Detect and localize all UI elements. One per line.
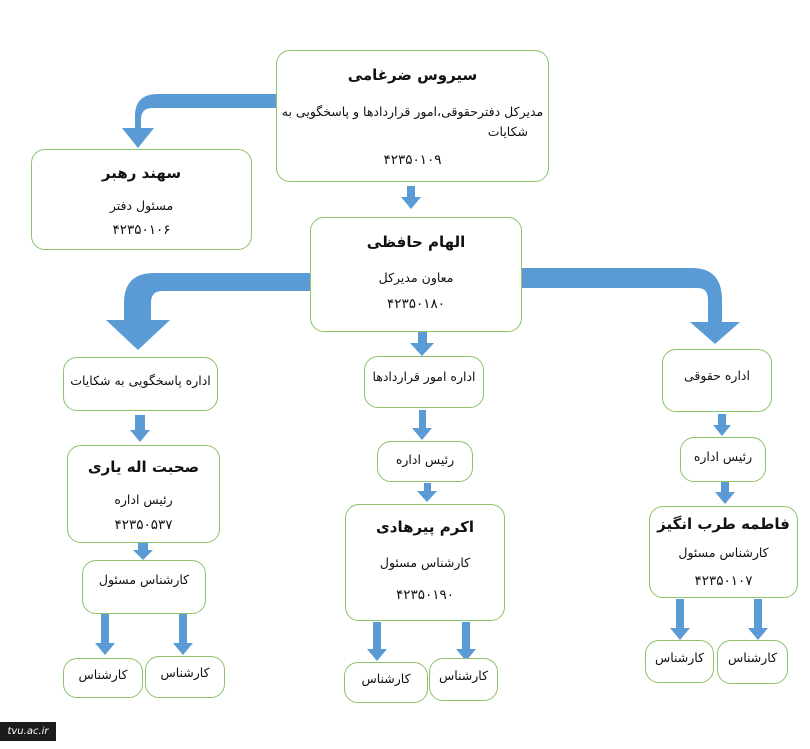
contracts-head-role: رئیس اداره [395, 452, 455, 467]
complaints-head-box: صحبت اله یاری رئیس اداره ۴۲۳۵۰۵۳۷ [67, 445, 220, 543]
director-phone: ۴۲۳۵۰۱۰۹ [383, 152, 442, 168]
contracts-responsible-phone: ۴۲۳۵۰۱۹۰ [395, 587, 454, 603]
legal-expert-label-2: کارشناس [727, 650, 778, 665]
watermark-badge: tvu.ac.ir [0, 722, 56, 741]
office-head-name: سهند رهبر [101, 164, 182, 182]
office-head-phone: ۴۲۳۵۰۱۰۶ [112, 222, 171, 238]
dept-contracts-box: اداره امور قراردادها [364, 356, 484, 408]
legal-expert-label-1: کارشناس [654, 650, 705, 665]
complaints-expert-box-1: کارشناس [63, 658, 143, 698]
legal-head-role: رئیس اداره [693, 449, 753, 464]
arrow-director-to-office [122, 94, 276, 148]
complaints-head-role: رئیس اداره [114, 492, 173, 507]
director-name: سیروس ضرغامی [347, 66, 478, 84]
legal-responsible-box: فاطمه طرب انگیز کارشناس مسئول ۴۲۳۵۰۱۰۷ [649, 506, 798, 598]
dept-complaints-title: اداره پاسخگویی به شکایات [70, 373, 211, 388]
deputy-box: الهام حافظی معاون مدیرکل ۴۲۳۵۰۱۸۰ [310, 217, 522, 332]
contracts-responsible-box: اکرم پیرهادی کارشناس مسئول ۴۲۳۵۰۱۹۰ [345, 504, 505, 621]
contracts-expert-label-2: کارشناس [438, 668, 489, 683]
deputy-role: معاون مدیرکل [378, 270, 454, 285]
arrow-contracts-resp-to-expert2 [456, 622, 476, 661]
arrow-complaints-to-head [130, 415, 150, 442]
deputy-phone: ۴۲۳۵۰۱۸۰ [386, 296, 445, 312]
dept-legal-box: اداره حقوقی [662, 349, 772, 412]
legal-responsible-phone: ۴۲۳۵۰۱۰۷ [694, 573, 753, 589]
arrow-legal-resp-to-expert2 [748, 599, 768, 640]
arrow-contracts-to-head [412, 410, 432, 440]
complaints-responsible-box: کارشناس مسئول [82, 560, 206, 614]
contracts-expert-box-2: کارشناس [429, 658, 498, 701]
complaints-expert-label-2: کارشناس [160, 665, 210, 680]
arrow-complaints-resp-to-expert2 [173, 614, 193, 655]
arrow-contracts-head-to-responsible [417, 483, 437, 502]
dept-complaints-box: اداره پاسخگویی به شکایات [63, 357, 218, 411]
arrow-deputy-to-legal [521, 268, 740, 344]
arrow-deputy-to-contracts [410, 332, 434, 356]
arrow-legal-to-head [713, 414, 731, 436]
director-title-line2: شکایات [487, 124, 528, 139]
contracts-expert-label-1: کارشناس [361, 671, 411, 686]
arrow-complaints-resp-to-expert1 [95, 614, 115, 655]
arrow-deputy-to-complaints [106, 273, 310, 350]
complaints-expert-label-1: کارشناس [78, 667, 128, 682]
contracts-expert-box-1: کارشناس [344, 662, 428, 703]
dept-legal-title: اداره حقوقی [684, 368, 750, 383]
deputy-name: الهام حافظی [366, 233, 466, 251]
dept-contracts-title: اداره امور قراردادها [372, 369, 476, 384]
legal-responsible-name: فاطمه طرب انگیز [657, 515, 790, 533]
contracts-responsible-name: اکرم پیرهادی [376, 518, 474, 536]
complaints-expert-box-2: کارشناس [145, 656, 225, 698]
arrow-legal-head-to-responsible [715, 482, 735, 504]
complaints-responsible-label: کارشناس مسئول [98, 572, 190, 587]
arrow-contracts-resp-to-expert1 [367, 622, 387, 661]
complaints-head-name: صحبت اله یاری [87, 458, 200, 476]
legal-expert-box-2: کارشناس [717, 640, 788, 684]
legal-expert-box-1: کارشناس [645, 640, 714, 683]
arrow-director-to-deputy [401, 186, 421, 209]
complaints-head-phone: ۴۲۳۵۰۵۳۷ [114, 517, 173, 533]
contracts-responsible-role: کارشناس مسئول [379, 555, 471, 570]
arrow-complaints-head-to-responsible [133, 543, 153, 560]
legal-head-box: رئیس اداره [680, 437, 766, 482]
director-box: سیروس ضرغامی مدیرکل دفترحقوقی،امور قرارد… [276, 50, 549, 182]
legal-responsible-role: کارشناس مسئول [678, 545, 769, 560]
office-head-role: مسئول دفتر [109, 198, 174, 213]
office-head-box: سهند رهبر مسئول دفتر ۴۲۳۵۰۱۰۶ [31, 149, 252, 250]
arrow-legal-resp-to-expert1 [670, 599, 690, 640]
contracts-head-box: رئیس اداره [377, 441, 473, 482]
director-title-line1: مدیرکل دفترحقوقی،امور قراردادها و پاسخگو… [281, 104, 544, 119]
